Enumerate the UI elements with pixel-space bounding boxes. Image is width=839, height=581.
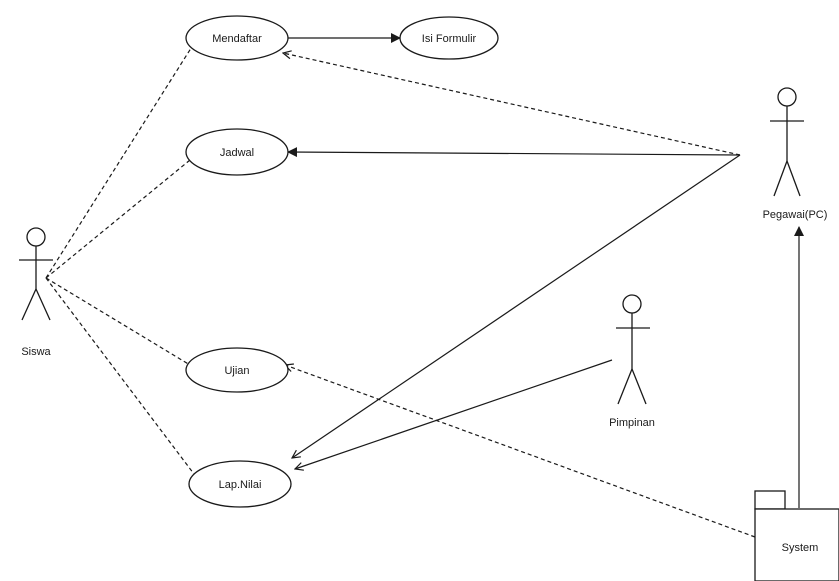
usecase-laporan: Lap.Nilai	[188, 460, 292, 508]
assoc-siswa-ujian	[45, 277, 191, 366]
usecase-mendaftar-label: Mendaftar	[212, 33, 262, 45]
actor-pimpinan: Pimpinan	[609, 294, 655, 429]
actor-siswa: Siswa	[19, 227, 53, 358]
assoc-pegawai-mendaftar	[283, 53, 741, 156]
actor-pegawai-label: Pegawai(PC)	[763, 209, 828, 221]
usecase-ujian-label: Ujian	[224, 365, 249, 377]
actor-siswa-label: Siswa	[21, 346, 51, 358]
usecase-ujian: Ujian	[185, 347, 289, 393]
assoc-pegawai-laporan	[292, 154, 741, 458]
actor-pegawai: Pegawai(PC)	[763, 87, 828, 221]
actor-pimpinan-label: Pimpinan	[609, 417, 655, 429]
assoc-pegawai-jadwal	[287, 147, 741, 158]
actor-siswa-icon	[19, 227, 53, 321]
system-package: System	[754, 490, 839, 581]
usecase-isi-formulir: Isi Formulir	[399, 16, 499, 60]
assoc-system-ujian	[285, 365, 756, 538]
actor-pimpinan-icon	[616, 294, 650, 405]
system-package-body	[754, 508, 839, 581]
usecase-laporan-label: Lap.Nilai	[219, 479, 262, 491]
usecase-jadwal: Jadwal	[185, 128, 289, 176]
assoc-pimpinan-laporan	[295, 359, 613, 469]
assoc-siswa-jadwal	[45, 159, 191, 279]
usecase-isi-formulir-label: Isi Formulir	[422, 33, 477, 45]
usecase-mendaftar: Mendaftar	[185, 15, 289, 61]
usecase-jadwal-label: Jadwal	[220, 147, 254, 159]
system-label: System	[782, 542, 819, 554]
assoc-siswa-mendaftar	[45, 44, 194, 279]
system-package-tab	[754, 490, 786, 510]
actor-pegawai-icon	[770, 87, 804, 197]
assoc-siswa-laporan	[45, 277, 198, 479]
